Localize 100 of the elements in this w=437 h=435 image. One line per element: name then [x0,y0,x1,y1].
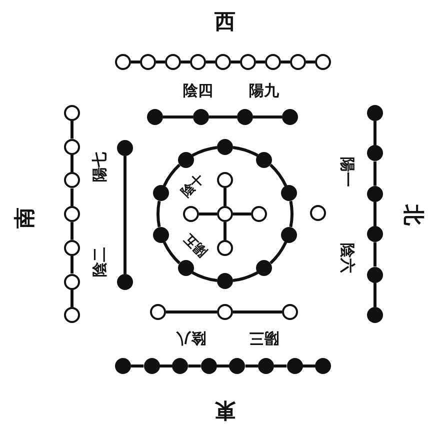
number-label: 陽三 [249,330,279,346]
connecting-line [166,310,217,314]
connecting-line [162,241,181,264]
connecting-line [206,60,215,64]
hollow-dot [315,54,331,70]
connecting-line [224,222,226,240]
hollow-dot [64,206,80,222]
connecting-line [131,364,144,368]
hollow-dot [282,304,298,320]
hollow-dot [64,240,80,256]
connecting-line [216,364,230,368]
solid-dot [115,358,131,374]
hollow-dot [64,138,80,155]
hollow-dot [217,240,233,256]
connecting-line [199,212,217,216]
connecting-line [274,364,287,368]
hollow-dot [64,307,80,324]
hollow-dot [64,274,80,290]
solid-dot [367,105,383,121]
hollow-dot [64,105,80,121]
solid-dot [147,109,163,125]
hollow-dot [217,304,233,320]
connecting-line [231,60,240,64]
connecting-line [162,164,181,187]
hollow-dot [165,54,181,70]
connecting-line [256,60,265,64]
hollow-dot [115,54,131,70]
solid-dot [367,145,383,162]
solid-dot [229,358,246,374]
connecting-line [156,60,165,64]
hollow-dot [140,54,156,70]
direction-label: 北 [402,204,424,226]
number-label: 陽九 [249,84,279,98]
number-label: 陰八 [176,330,206,346]
connecting-line [163,116,193,118]
connecting-line [70,188,74,206]
hollow-dot [64,172,80,188]
hollow-dot [310,205,326,221]
connecting-line [209,116,237,118]
connecting-line [192,146,218,157]
connecting-line [70,121,74,139]
hollow-dot [251,206,267,222]
solid-dot [178,260,194,276]
solid-dot [117,140,133,156]
solid-dot [178,152,194,168]
solid-dot [217,273,233,289]
solid-dot [153,185,170,202]
solid-dot [200,358,217,374]
connecting-line [232,146,258,157]
solid-dot [144,358,160,374]
solid-dot [258,358,274,374]
connecting-line [374,242,376,267]
hollow-dot [290,54,306,70]
number-label: 陽五 [182,231,210,259]
solid-dot [280,185,297,202]
solid-dot [280,226,297,243]
solid-dot [193,109,209,125]
connecting-line [70,290,74,308]
connecting-line [281,60,290,64]
direction-label: 南 [14,208,36,228]
solid-dot [367,266,383,283]
hollow-dot [217,206,233,222]
solid-dot [282,109,298,125]
connecting-line [374,202,376,226]
connecting-line [233,212,251,216]
connecting-line [269,241,288,264]
solid-dot [367,307,383,323]
connecting-line [233,310,282,314]
connecting-line [188,364,201,368]
connecting-line [289,200,294,228]
connecting-line [253,116,282,118]
number-label: 陰四 [183,84,213,98]
hollow-dot [215,54,231,70]
connecting-line [70,222,74,240]
connecting-line [70,256,74,274]
connecting-line [224,188,226,206]
number-label: 陰二 [92,247,108,277]
solid-dot [256,260,272,276]
hollow-dot [217,172,233,188]
connecting-line [269,164,288,187]
connecting-line [302,364,316,368]
direction-label: 西 [214,12,236,32]
connecting-line [374,282,376,307]
solid-dot [217,139,233,155]
connecting-line [374,161,376,186]
hollow-dot [183,206,199,222]
connecting-line [306,60,315,64]
connecting-line [374,121,376,146]
connecting-line [181,60,190,64]
connecting-line [124,156,126,274]
number-label: 陰六 [340,243,354,273]
hollow-dot [240,54,256,70]
solid-dot [286,358,303,374]
solid-dot [153,226,170,243]
solid-dot [367,226,383,242]
hollow-dot [265,54,281,70]
solid-dot [237,109,253,125]
hollow-dot [150,304,166,320]
hollow-dot [190,54,206,70]
connecting-line [160,364,172,368]
